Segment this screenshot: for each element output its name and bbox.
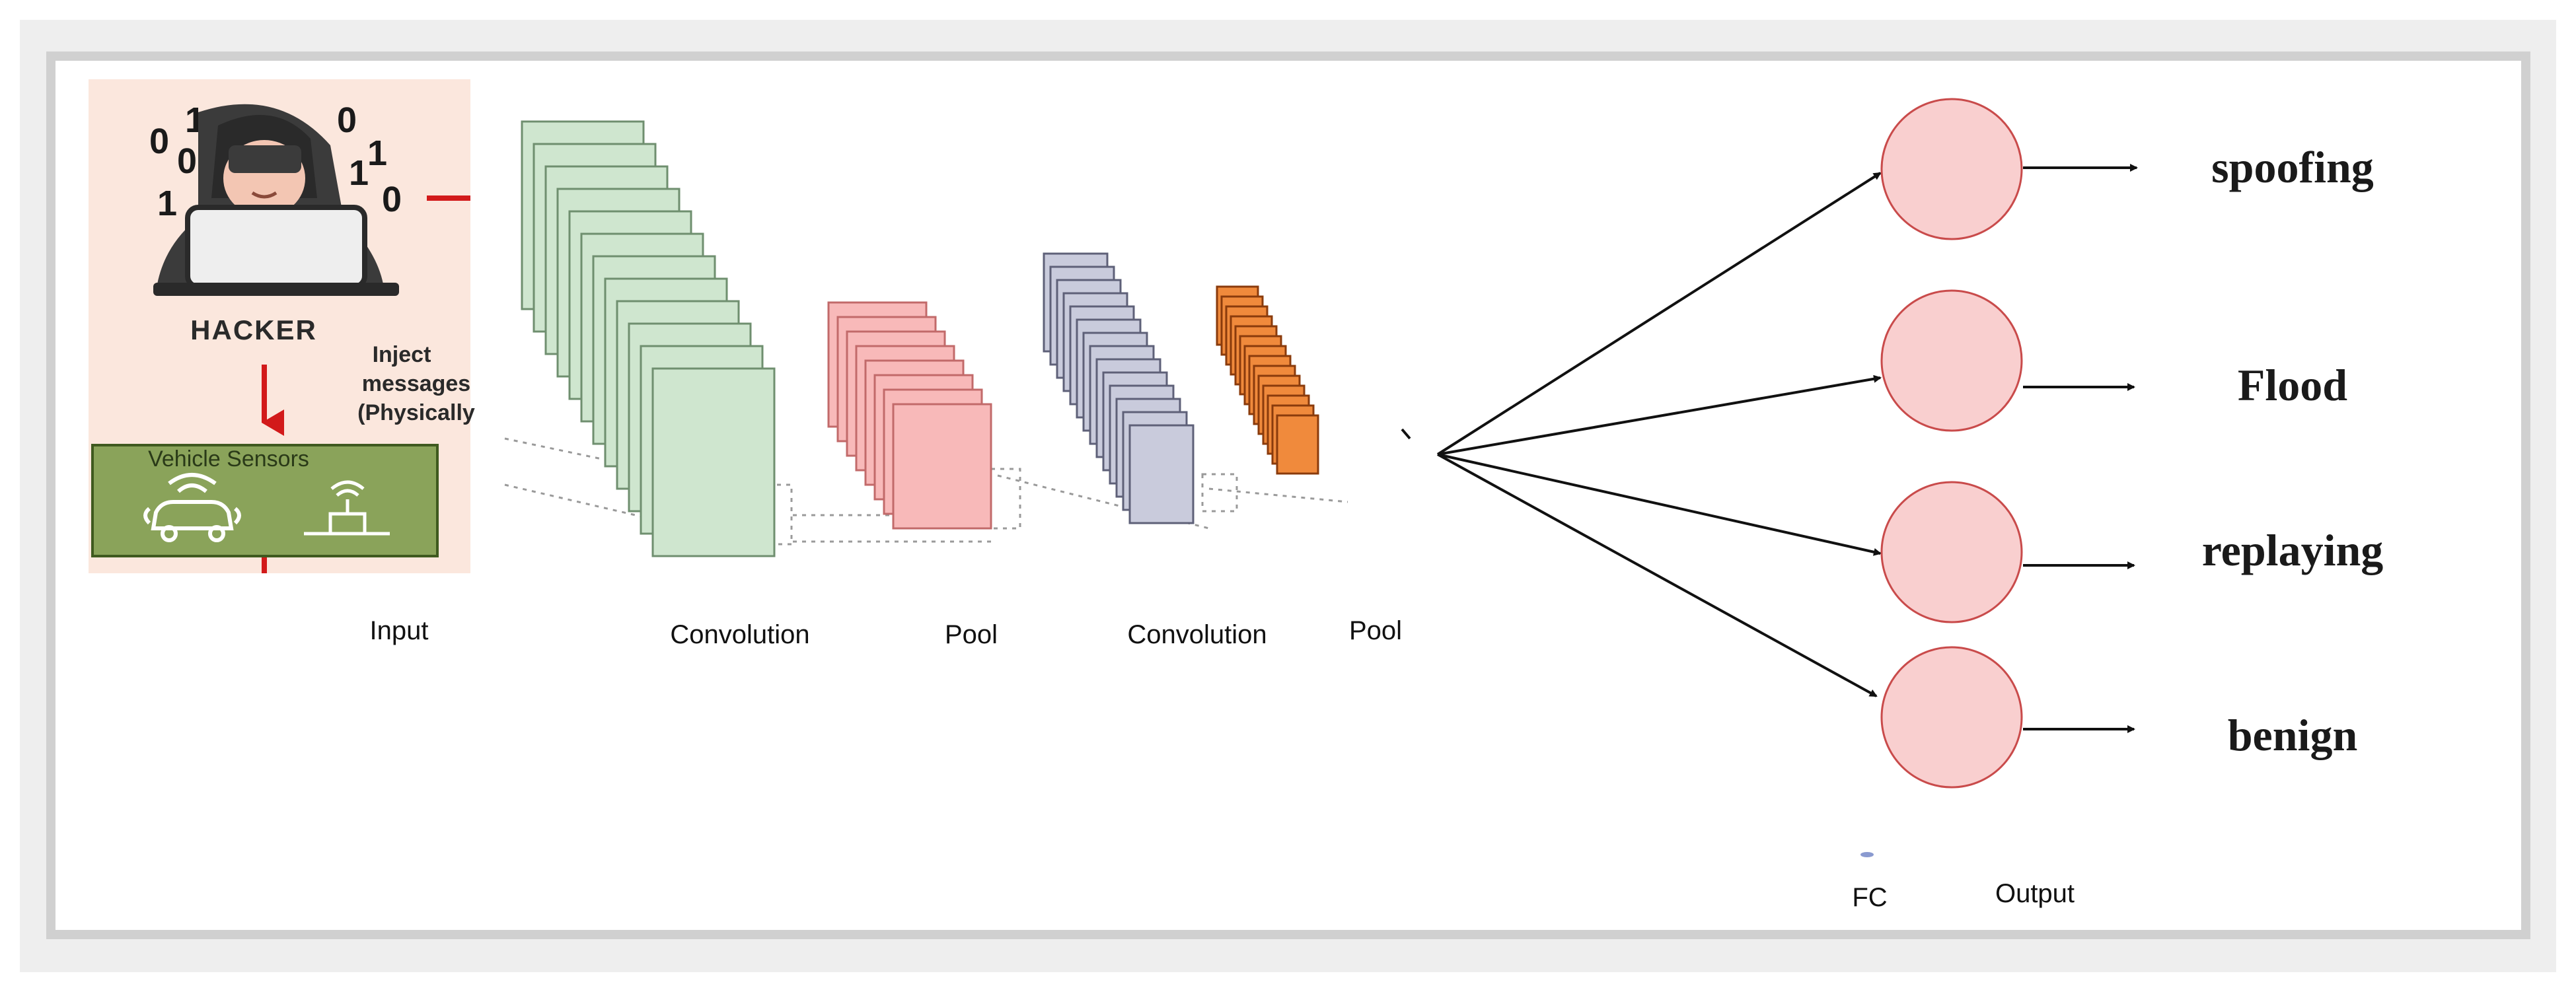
conv1-feature-map bbox=[651, 367, 776, 557]
binary-digit: 1 bbox=[349, 153, 369, 193]
fc-arrow-flood bbox=[1437, 374, 1882, 456]
hacker-icon bbox=[153, 104, 399, 296]
pool2-feature-stack bbox=[1216, 285, 1319, 475]
output-node-spoofing bbox=[1880, 98, 2023, 240]
output-label-spoofing: spoofing bbox=[2211, 142, 2374, 192]
inject-line: Inject bbox=[373, 342, 431, 367]
output-labels: spoofing Flood replaying benign bbox=[2202, 142, 2384, 760]
road-sensor-icon bbox=[304, 480, 390, 536]
car-sensor-icon bbox=[143, 473, 241, 542]
inject-messages-text: Inject messages (Physically bbox=[357, 342, 475, 425]
stage-label-conv1: Convolution bbox=[670, 620, 809, 649]
binary-digit: 0 bbox=[337, 100, 357, 140]
output-node-replaying bbox=[1880, 481, 2023, 623]
binary-digit: 1 bbox=[367, 133, 387, 173]
input-panel: 0 1 0 0 1 1 0 1 HACKER Inject messages (… bbox=[89, 79, 475, 573]
fc-marker bbox=[1860, 852, 1874, 857]
output-node-flood bbox=[1880, 289, 2023, 432]
output-node-benign bbox=[1880, 646, 2023, 789]
vehicle-sensors-label: Vehicle Sensors bbox=[148, 446, 309, 472]
fc-arrows bbox=[1401, 172, 1882, 697]
fc-arrow-replaying bbox=[1437, 453, 1882, 556]
inject-line: messages bbox=[362, 371, 470, 396]
pool1-feature-stack bbox=[827, 301, 992, 530]
pool2-feature-map bbox=[1276, 414, 1319, 475]
output-label-benign: benign bbox=[2228, 710, 2358, 760]
output-arrows bbox=[2023, 164, 2138, 733]
output-label-replaying: replaying bbox=[2202, 525, 2384, 575]
stage-label-output: Output bbox=[1995, 879, 2075, 908]
stage-labels: Input Convolution Pool Convolution Pool … bbox=[370, 616, 2075, 912]
conv1-feature-stack bbox=[521, 120, 776, 557]
pool1-feature-map bbox=[892, 403, 992, 530]
conv2-feature-stack bbox=[1043, 252, 1195, 524]
stage-label-input: Input bbox=[370, 616, 429, 645]
stage-label-pool1: Pool bbox=[945, 620, 998, 649]
binary-digit: 0 bbox=[149, 122, 169, 161]
stage-label-fc: FC bbox=[1852, 883, 1887, 912]
fc-arrow-spoofing bbox=[1436, 172, 1882, 456]
vehicle-sensors-box bbox=[91, 444, 439, 557]
output-label-flood: Flood bbox=[2238, 360, 2347, 410]
conv2-feature-map bbox=[1128, 424, 1195, 524]
output-nodes bbox=[1880, 98, 2023, 789]
inject-line: (Physically bbox=[357, 400, 475, 425]
binary-digits: 0 1 0 0 1 1 0 1 bbox=[149, 100, 402, 223]
binary-digit: 0 bbox=[177, 141, 197, 181]
fc-arrow-benign bbox=[1437, 453, 1878, 697]
binary-digit: 0 bbox=[382, 180, 402, 219]
stage-label-pool2: Pool bbox=[1349, 616, 1402, 645]
binary-digit: 1 bbox=[157, 184, 177, 223]
stage-label-conv2: Convolution bbox=[1127, 620, 1267, 649]
hacker-label: HACKER bbox=[190, 314, 317, 345]
